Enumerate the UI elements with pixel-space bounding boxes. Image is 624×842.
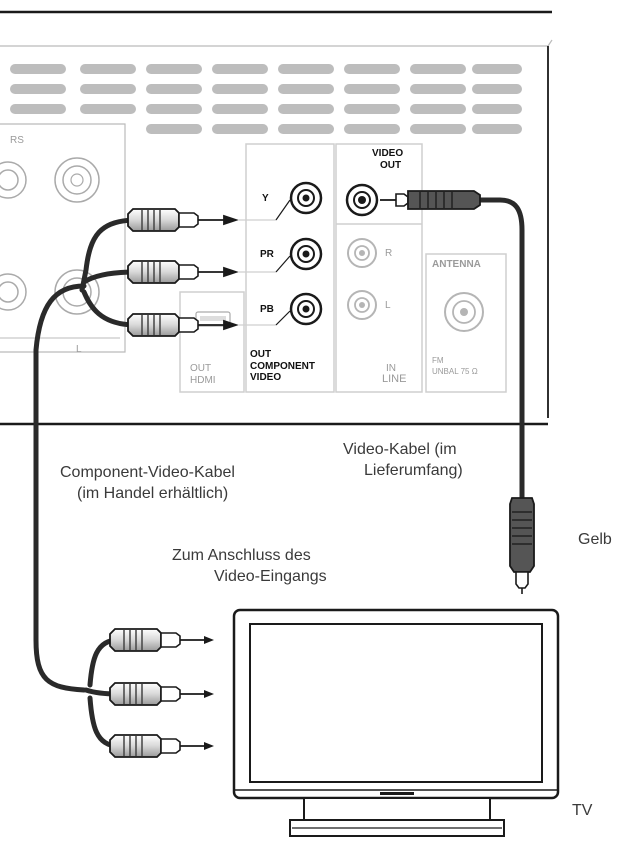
rca-plug-icon	[109, 734, 214, 758]
rca-plug-icon	[109, 628, 214, 652]
component-out-label: OUT	[250, 349, 272, 360]
rca-plug-icon	[109, 682, 214, 706]
rca-plug-icon	[127, 208, 224, 232]
line-in-line-label: LINE	[382, 373, 407, 385]
rca-jack-icon	[347, 290, 377, 320]
component-pr-label: PR	[260, 249, 274, 260]
speakers-label: RS	[10, 135, 24, 146]
component-title-line1: COMPONENT	[250, 361, 315, 372]
coax-antenna-icon	[444, 292, 484, 332]
rca-jack-icon	[347, 238, 377, 268]
component-title-line2: VIDEO	[250, 372, 282, 383]
video-cable	[475, 197, 525, 501]
video-out-line-in-box	[335, 143, 423, 393]
component-y-label: Y	[262, 193, 269, 204]
video-out-line1: VIDEO	[372, 148, 404, 159]
rca-jack-icon	[289, 237, 323, 271]
antenna-title: ANTENNA	[432, 259, 481, 270]
video-out-line2: OUT	[380, 160, 402, 171]
yellow-label: Gelb	[578, 531, 612, 548]
component-pb-label: PB	[260, 304, 274, 315]
line-in-r-label: R	[385, 248, 393, 259]
antenna-unbal-label: UNBAL 75 Ω	[432, 367, 478, 376]
component-cable-caption-line1: Component-Video-Kabel	[60, 464, 235, 481]
component-arrows	[223, 199, 291, 331]
rca-jack-icon	[345, 183, 379, 217]
hdmi-out-label: OUT	[190, 363, 212, 374]
rca-jack-icon	[289, 292, 323, 326]
rca-jack-icon	[289, 181, 323, 215]
tv-icon	[232, 608, 560, 837]
rca-plug-icon	[127, 313, 224, 337]
connect-caption-line2: Video-Eingangs	[214, 568, 327, 585]
rca-plug-icon	[380, 190, 481, 210]
antenna-fm-label: FM	[432, 356, 444, 365]
rca-plug-icon	[509, 497, 535, 594]
connect-caption-line1: Zum Anschluss des	[172, 547, 311, 564]
rca-plug-icon	[127, 260, 224, 284]
video-cable-caption-line2: Lieferumfang)	[364, 462, 463, 479]
line-in-l-label: L	[385, 300, 391, 311]
hdmi-label: HDMI	[190, 375, 216, 386]
receiver-lid-edge	[0, 39, 553, 47]
vent-slots	[10, 64, 522, 134]
antenna-box	[425, 253, 507, 393]
line-in-in-label: IN	[386, 363, 396, 374]
speakers-l-label: L	[76, 344, 82, 355]
component-cable-caption-line2: (im Handel erhältlich)	[77, 485, 229, 502]
hdmi-box	[179, 291, 245, 393]
video-cable-caption-line1: Video-Kabel (im	[343, 441, 457, 458]
component-video-box	[245, 143, 335, 393]
tv-label: TV	[572, 802, 593, 819]
